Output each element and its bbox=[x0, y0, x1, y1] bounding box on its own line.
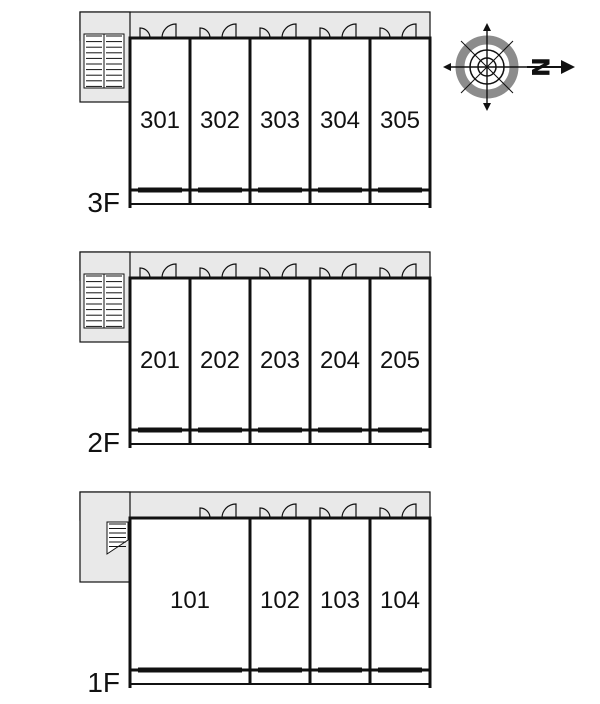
door-swing-icon bbox=[379, 507, 391, 519]
unit-204: 204 bbox=[308, 263, 362, 444]
door-swing-icon bbox=[379, 267, 391, 279]
door-swing-icon bbox=[221, 263, 237, 279]
door-swing-icon bbox=[199, 267, 211, 279]
building-outline bbox=[128, 36, 432, 192]
corridor bbox=[79, 491, 431, 521]
door-swing-icon bbox=[281, 503, 297, 519]
unit-302: 302 bbox=[188, 23, 242, 204]
corridor bbox=[79, 11, 431, 41]
door-swing-icon bbox=[139, 267, 151, 279]
unit-number: 201 bbox=[140, 347, 180, 374]
door-swing-icon bbox=[199, 507, 211, 519]
compass-rose-icon: N bbox=[443, 23, 575, 111]
floor-label: 1F bbox=[87, 667, 120, 698]
door-swing-icon bbox=[401, 263, 417, 279]
door-swing-icon bbox=[221, 503, 237, 519]
unit-201: 201 bbox=[138, 263, 182, 433]
unit-305: 305 bbox=[368, 23, 422, 204]
door-swing-icon bbox=[221, 23, 237, 39]
stair-icon bbox=[83, 273, 125, 329]
door-swing-icon bbox=[341, 263, 357, 279]
floor-2f: 201 202 203 204 205 2F bbox=[79, 251, 432, 458]
stair-icon bbox=[83, 33, 125, 89]
door-swing-icon bbox=[259, 507, 271, 519]
unit-number: 305 bbox=[380, 107, 420, 134]
door-swing-icon bbox=[259, 27, 271, 39]
floor-1f: 101 102 103 104 1F bbox=[79, 491, 432, 698]
north-label: N bbox=[526, 57, 554, 77]
door-swing-icon bbox=[161, 263, 177, 279]
door-swing-icon bbox=[139, 27, 151, 39]
unit-304: 304 bbox=[308, 23, 362, 204]
building-outline bbox=[128, 516, 432, 672]
unit-number: 204 bbox=[320, 347, 360, 374]
unit-number: 304 bbox=[320, 107, 360, 134]
unit-number: 301 bbox=[140, 107, 180, 134]
door-swing-icon bbox=[401, 23, 417, 39]
unit-202: 202 bbox=[188, 263, 242, 444]
unit-number: 205 bbox=[380, 347, 420, 374]
unit-number: 303 bbox=[260, 107, 300, 134]
door-swing-icon bbox=[401, 503, 417, 519]
door-swing-icon bbox=[341, 23, 357, 39]
door-swing-icon bbox=[319, 27, 331, 39]
floor-3f: 301 302 303 304 305 3F bbox=[79, 11, 432, 218]
unit-301: 301 bbox=[138, 23, 182, 193]
door-swing-icon bbox=[161, 23, 177, 39]
unit-303: 303 bbox=[248, 23, 302, 204]
stair-icon bbox=[106, 521, 129, 555]
unit-number: 101 bbox=[170, 587, 210, 614]
unit-101: 101 bbox=[138, 503, 242, 673]
door-swing-icon bbox=[259, 267, 271, 279]
door-swing-icon bbox=[199, 27, 211, 39]
floor-label: 2F bbox=[87, 427, 120, 458]
unit-number: 203 bbox=[260, 347, 300, 374]
corridor bbox=[79, 251, 431, 281]
unit-number: 202 bbox=[200, 347, 240, 374]
unit-number: 103 bbox=[320, 587, 360, 614]
door-swing-icon bbox=[281, 263, 297, 279]
unit-number: 104 bbox=[380, 587, 420, 614]
door-swing-icon bbox=[379, 27, 391, 39]
unit-205: 205 bbox=[368, 263, 422, 444]
door-swing-icon bbox=[319, 507, 331, 519]
door-swing-icon bbox=[341, 503, 357, 519]
unit-102: 102 bbox=[248, 503, 302, 684]
unit-number: 102 bbox=[260, 587, 300, 614]
door-swing-icon bbox=[281, 23, 297, 39]
building-outline bbox=[128, 276, 432, 432]
door-swing-icon bbox=[319, 267, 331, 279]
unit-103: 103 bbox=[308, 503, 362, 684]
unit-number: 302 bbox=[200, 107, 240, 134]
unit-104: 104 bbox=[368, 503, 422, 684]
unit-203: 203 bbox=[248, 263, 302, 444]
floor-label: 3F bbox=[87, 187, 120, 218]
